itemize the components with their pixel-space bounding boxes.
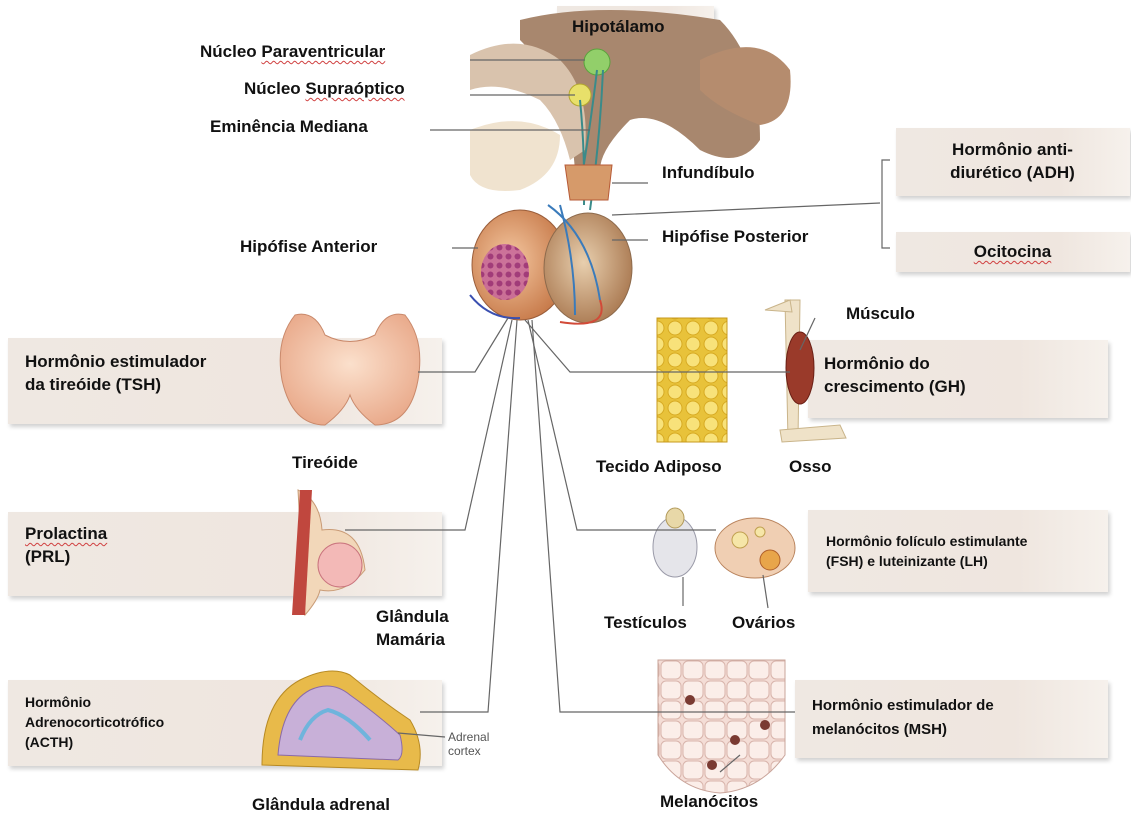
anterior-pituitary-label: Hipófise Anterior (240, 235, 377, 258)
prl-label: Prolactina (PRL) (25, 522, 107, 568)
bone-label: Osso (789, 455, 832, 478)
acth-label: Hormônio Adrenocorticotrófico (ACTH) (25, 692, 164, 752)
posterior-pituitary-label: Hipófise Posterior (662, 225, 808, 248)
gh-label: Hormônio do crescimento (GH) (824, 352, 966, 398)
gh-line2: crescimento (GH) (824, 375, 966, 398)
testes-ovary-illustration (653, 508, 795, 578)
mammary-gland-label: Glândula Mamária (376, 605, 449, 651)
prl-line2: (PRL) (25, 545, 107, 568)
fsh-line2: (FSH) e luteinizante (LH) (826, 551, 1027, 571)
adipose-label: Tecido Adiposo (596, 455, 722, 478)
acth-line3: (ACTH) (25, 732, 164, 752)
adh-line1: Hormônio anti- (910, 138, 1115, 161)
prl-line1: Prolactina (25, 522, 107, 545)
mammary-line2: Mamária (376, 628, 449, 651)
hypothalamus-title: Hipotálamo (572, 15, 665, 38)
tsh-line1: Hormônio estimulador (25, 350, 206, 373)
median-eminence-label: Eminência Mediana (210, 115, 368, 138)
tsh-line2: da tireóide (TSH) (25, 373, 206, 396)
oxytocin-text: Ocitocina (974, 242, 1051, 261)
acth-line2: Adrenocorticotrófico (25, 712, 164, 732)
msh-line1: Hormônio estimulador de (812, 694, 994, 718)
adh-label: Hormônio anti- diurético (ADH) (910, 138, 1115, 184)
paraventricular-nucleus-label: Núcleo Paraventricular (200, 40, 385, 63)
mammary-illustration (292, 490, 365, 615)
leader-lines (345, 60, 890, 772)
supraoptic-prefix: Núcleo (244, 79, 305, 98)
supraoptic-word: Supraóptico (305, 79, 404, 98)
melanocytes-illustration (658, 660, 785, 793)
acth-line1: Hormônio (25, 692, 164, 712)
fsh-line1: Hormônio folículo estimulante (826, 531, 1027, 551)
msh-line2: melanócitos (MSH) (812, 718, 994, 742)
cortex-line2: cortex (448, 744, 489, 758)
mammary-line1: Glândula (376, 605, 449, 628)
adh-line2: diurético (ADH) (910, 161, 1115, 184)
oxytocin-label: Ocitocina (910, 240, 1115, 263)
melanocytes-label: Melanócitos (660, 790, 758, 813)
msh-label: Hormônio estimulador de melanócitos (MSH… (812, 694, 994, 742)
fsh-lh-label: Hormônio folículo estimulante (FSH) e lu… (826, 531, 1027, 571)
muscle-label: Músculo (846, 302, 915, 325)
gh-line1: Hormônio do (824, 352, 966, 375)
paraventricular-prefix: Núcleo (200, 42, 261, 61)
adrenal-gland-label: Glândula adrenal (252, 793, 390, 816)
ovaries-label: Ovários (732, 611, 795, 634)
tsh-label: Hormônio estimulador da tireóide (TSH) (25, 350, 206, 396)
paraventricular-word: Paraventricular (261, 42, 385, 61)
thyroid-label: Tireóide (292, 451, 358, 474)
adrenal-illustration (262, 671, 420, 770)
testes-label: Testículos (604, 611, 687, 634)
adrenal-cortex-label: Adrenal cortex (448, 730, 489, 758)
adipose-illustration (657, 318, 727, 442)
cortex-line1: Adrenal (448, 730, 489, 744)
thyroid-illustration (280, 314, 420, 425)
supraoptic-nucleus-label: Núcleo Supraóptico (244, 77, 405, 100)
infundibulum-label: Infundíbulo (662, 161, 755, 184)
